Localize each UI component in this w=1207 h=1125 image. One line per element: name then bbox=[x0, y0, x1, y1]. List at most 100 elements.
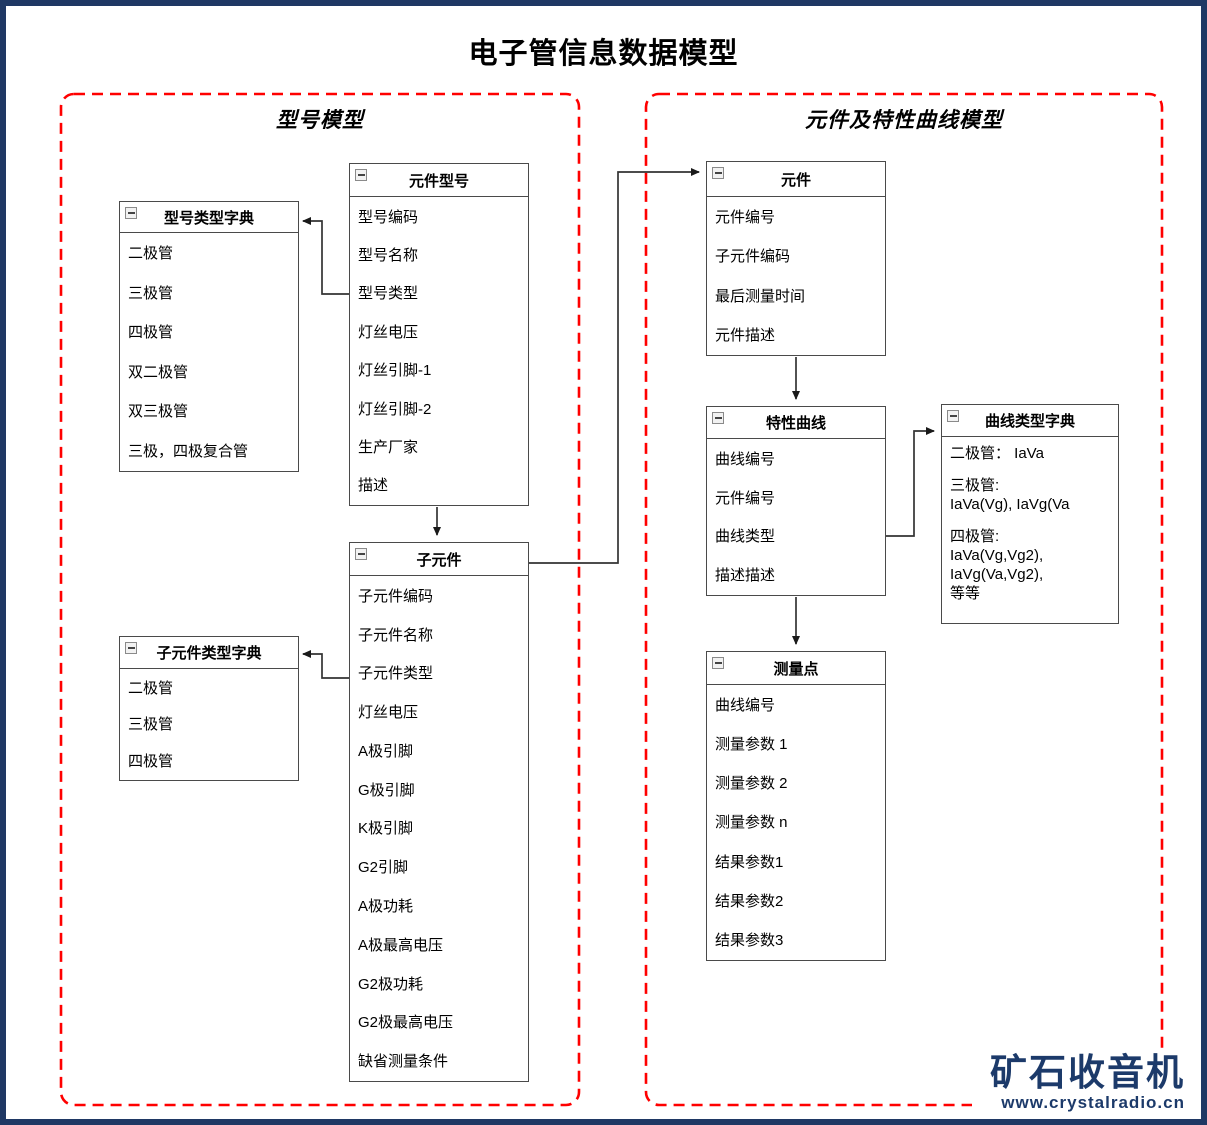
entity-field: 三极管 bbox=[128, 284, 174, 302]
entity-field: 子元件编码 bbox=[715, 248, 791, 266]
entity-header: 元件 bbox=[707, 162, 885, 197]
entity-field-group: 二极管： IaVa bbox=[942, 437, 1118, 469]
watermark-url: www.crystalradio.cn bbox=[1001, 1093, 1185, 1112]
section-label-component-curve: 元件及特性曲线模型 bbox=[805, 109, 1003, 132]
entity-field: 曲线类型 bbox=[715, 528, 776, 546]
entity-characteristic-curve[interactable]: 特性曲线曲线编号元件编号曲线类型描述描述 bbox=[706, 406, 886, 596]
connector-curve-to-curvetypedict bbox=[886, 427, 935, 537]
entity-field: IaVg(Va,Vg2), bbox=[950, 566, 1044, 583]
connector-layer bbox=[59, 92, 1164, 1107]
minus-icon[interactable] bbox=[125, 642, 137, 654]
entity-field: IaVa(Vg), IaVg(Va bbox=[950, 496, 1070, 513]
entity-field: 四极管 bbox=[128, 324, 174, 342]
entity-header: 元件型号 bbox=[350, 164, 528, 197]
entity-curve-type-dict[interactable]: 曲线类型字典二极管： IaVa 三极管: IaVa(Vg), IaVg(Va 四极管:… bbox=[941, 404, 1119, 624]
entity-measurement-point[interactable]: 测量点曲线编号测量参数 1 测量参数 2 测量参数 n 结果参数1 结果参数2 结果参数3 bbox=[706, 651, 886, 961]
entity-title: 测量点 bbox=[773, 660, 819, 678]
entity-model-type-dict[interactable]: 型号类型字典二极管三极管四极管双二极管双三极管三极，四极复合管 bbox=[119, 201, 299, 472]
entity-field: 三极，四极复合管 bbox=[128, 442, 249, 460]
entity-field: G2极功耗 bbox=[358, 975, 424, 993]
entity-field: 二极管： IaVa bbox=[950, 445, 1044, 462]
entity-field: 等等 bbox=[950, 585, 981, 602]
entity-header: 子元件类型字典 bbox=[120, 637, 298, 669]
entity-sub-component-type-dict[interactable]: 子元件类型字典二极管三极管四极管 bbox=[119, 636, 299, 781]
entity-field: A极最高电压 bbox=[358, 936, 444, 954]
entity-field: 测量参数 n bbox=[715, 814, 788, 832]
entity-title: 子元件类型字典 bbox=[156, 645, 262, 662]
entity-field-group: 四极管: IaVa(Vg,Vg2), IaVg(Va,Vg2), 等等 bbox=[942, 520, 1118, 609]
entity-field: 型号名称 bbox=[358, 247, 419, 265]
entity-title: 特性曲线 bbox=[765, 415, 826, 432]
entity-field: 灯丝电压 bbox=[358, 323, 419, 341]
entity-field: 结果参数2 bbox=[715, 892, 784, 910]
entity-field: 测量参数 1 bbox=[715, 736, 788, 754]
entity-field: 三极管: bbox=[950, 477, 1000, 494]
entity-field: 描述描述 bbox=[715, 567, 776, 585]
dashed-box-curve-section bbox=[644, 92, 1164, 1107]
page-title: 电子管信息数据模型 bbox=[468, 38, 739, 70]
entity-field: 曲线编号 bbox=[715, 450, 776, 468]
entity-field: 结果参数3 bbox=[715, 931, 784, 949]
entity-field: 元件编号 bbox=[715, 489, 776, 507]
entity-field: 元件编号 bbox=[715, 209, 776, 227]
entity-field: IaVa(Vg,Vg2), bbox=[950, 547, 1044, 564]
entity-title: 子元件 bbox=[416, 551, 462, 569]
entity-title: 元件型号 bbox=[408, 172, 469, 190]
entity-field: G极引脚 bbox=[358, 781, 415, 799]
entity-field: 生产厂家 bbox=[358, 438, 419, 456]
entity-header: 子元件 bbox=[350, 543, 528, 576]
section-label-model: 型号模型 bbox=[276, 109, 364, 132]
entity-field: 二极管 bbox=[128, 245, 174, 263]
entity-field: G2极最高电压 bbox=[358, 1014, 454, 1032]
entity-field: 灯丝电压 bbox=[358, 704, 419, 722]
entity-field: 四极管 bbox=[128, 753, 174, 771]
entity-field: 元件描述 bbox=[715, 326, 776, 344]
entity-field: 灯丝引脚-2 bbox=[358, 400, 432, 418]
minus-icon[interactable] bbox=[355, 169, 367, 181]
dashed-box-model-section bbox=[59, 92, 581, 1107]
entity-header: 测量点 bbox=[707, 652, 885, 685]
minus-icon[interactable] bbox=[947, 410, 959, 422]
watermark: 矿石收音机 www.crystalradio.cn bbox=[972, 1051, 1187, 1115]
minus-icon[interactable] bbox=[355, 548, 367, 560]
watermark-name: 矿石收音机 bbox=[990, 1052, 1185, 1093]
entity-field: 灯丝引脚-1 bbox=[358, 362, 432, 380]
entity-field: A极引脚 bbox=[358, 742, 414, 760]
entity-title: 型号类型字典 bbox=[163, 209, 254, 227]
minus-icon[interactable] bbox=[712, 412, 724, 424]
minus-icon[interactable] bbox=[125, 207, 137, 219]
entity-field: 子元件名称 bbox=[358, 626, 434, 644]
entity-field: 三极管 bbox=[128, 716, 174, 734]
entity-field: K极引脚 bbox=[358, 820, 414, 838]
entity-field: 缺省测量条件 bbox=[358, 1053, 449, 1071]
connector-subcomponent-to-component bbox=[529, 168, 700, 564]
entity-field: 子元件编码 bbox=[358, 587, 434, 605]
entity-component[interactable]: 元件元件编号子元件编码最后测量时间元件描述 bbox=[706, 161, 886, 356]
entity-field: 测量参数 2 bbox=[715, 775, 788, 793]
entity-field: 二极管 bbox=[128, 679, 174, 697]
entity-field-group: 三极管: IaVa(Vg), IaVg(Va bbox=[942, 469, 1118, 520]
entity-field: 双三极管 bbox=[128, 403, 189, 421]
entity-title: 曲线类型字典 bbox=[984, 413, 1075, 430]
entity-header: 型号类型字典 bbox=[120, 202, 298, 233]
entity-field: G2引脚 bbox=[358, 859, 409, 877]
entity-field: 最后测量时间 bbox=[715, 287, 806, 305]
entity-title: 元件 bbox=[780, 171, 811, 189]
entity-field: A极功耗 bbox=[358, 898, 414, 915]
entity-sub-component[interactable]: 子元件子元件编码子元件名称子元件类型灯丝电压 A极引脚 G极引脚 K极引脚 G2引脚 A极… bbox=[349, 542, 529, 1082]
entity-header: 特性曲线 bbox=[707, 407, 885, 439]
entity-field: 四极管: bbox=[950, 528, 1000, 545]
entity-field: 双二极管 bbox=[128, 363, 189, 381]
connector-modeltype-to-dict bbox=[302, 217, 349, 295]
entity-field: 曲线编号 bbox=[715, 697, 776, 715]
entity-field: 子元件类型 bbox=[358, 665, 434, 683]
entity-header: 曲线类型字典 bbox=[942, 405, 1118, 437]
entity-field: 型号类型 bbox=[358, 285, 419, 303]
entity-field: 结果参数1 bbox=[715, 853, 784, 871]
minus-icon[interactable] bbox=[712, 657, 724, 669]
minus-icon[interactable] bbox=[712, 167, 724, 179]
entity-field: 描述 bbox=[358, 477, 389, 495]
connector-subtype-to-dict bbox=[302, 650, 349, 679]
